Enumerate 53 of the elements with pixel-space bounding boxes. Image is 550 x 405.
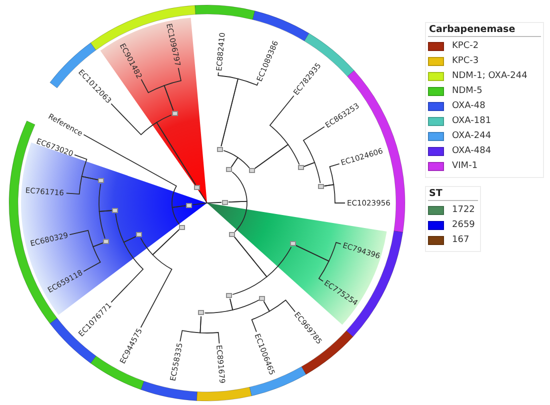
legend-label: KPC-3 [452,54,479,68]
node-square-marker [136,232,142,238]
tree-branch [98,184,112,212]
tree-branch [180,316,202,342]
node-square-marker [217,147,224,152]
tree-branch [69,230,104,248]
legend-label: OXA-484 [452,144,492,158]
node-square-marker [248,168,255,174]
tree-branch [206,202,222,204]
legend-title: ST [428,187,478,201]
node-square-marker [226,292,232,298]
legend-label: OXA-48 [452,100,486,113]
node-square-marker [178,224,185,230]
node-square-marker [259,296,265,301]
tree-branch [140,229,180,256]
legend-label: 1722 [452,204,475,217]
legend-label: NDM-1; OXA-244 [452,70,528,83]
tree-branch [198,190,208,204]
node-square-marker [290,241,296,246]
node-square-marker [298,165,304,170]
legend-title: Carbapenemase [428,23,541,37]
tree-branch [228,200,248,232]
legend-label: 2659 [452,218,475,232]
legend-label: 167 [452,234,470,247]
tree-branch [204,298,234,314]
node-square-marker [186,202,192,208]
tree-branch [156,114,196,186]
node-square-marker [112,208,118,213]
node-square-marker [229,232,236,237]
node-square-marker [98,178,104,184]
tree-branch [295,244,330,282]
node-square-marker [222,200,228,205]
tree-branch [115,213,136,243]
legend-label: VIM-1 [452,160,478,173]
node-square-marker [103,239,110,244]
legend-label: OXA-244 [452,130,492,143]
legend-label: NDM-5 [452,84,482,98]
node-square-marker [198,310,204,316]
tree-branch [164,68,182,111]
legend-label: OXA-181 [452,114,492,128]
tree-branch [192,202,208,206]
node-square-marker [318,184,324,189]
tree-branch [230,157,250,168]
node-square-marker [226,167,232,172]
legend-label: KPC-2 [452,40,479,53]
tree-branch [232,236,268,295]
tree-branch [220,78,259,147]
node-square-marker [172,111,178,116]
tree-branch [303,162,321,184]
tree-branch [254,144,300,170]
node-square-marker [194,185,200,190]
tree-branch [324,184,346,204]
tree-branch [83,134,186,208]
